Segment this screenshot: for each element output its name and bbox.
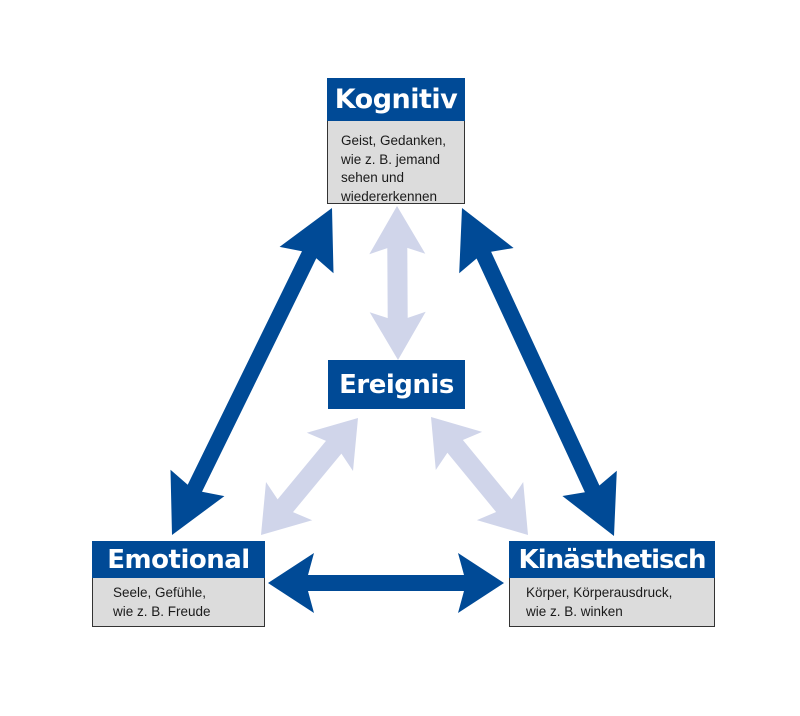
node-title: Kinästhetisch <box>509 541 715 578</box>
node-description: Körper, Körperausdruck, wie z. B. winken <box>509 578 715 627</box>
description-line: wie z. B. jemand <box>341 151 441 167</box>
arrow-ereignis-emotional <box>261 418 358 535</box>
node-title: Kognitiv <box>327 78 465 121</box>
node-title: Ereignis <box>328 360 465 409</box>
node-description: Geist, Gedanken, wie z. B. jemand sehen … <box>327 121 465 204</box>
node-description: Seele, Gefühle, wie z. B. Freude <box>92 578 265 627</box>
description-line: wie z. B. winken <box>526 604 623 619</box>
node-kinaesthetisch: Kinästhetisch Körper, Körperausdruck, wi… <box>509 541 715 627</box>
node-kognitiv: Kognitiv Geist, Gedanken, wie z. B. jema… <box>327 78 465 204</box>
arrow-kognitiv-emotional <box>170 208 334 535</box>
description-line: Geist, Gedanken, <box>341 133 447 148</box>
node-emotional: Emotional Seele, Gefühle, wie z. B. Freu… <box>92 541 265 627</box>
description-line: sehen und <box>341 170 405 185</box>
arrow-emotional-kinaesthetisch <box>268 553 504 613</box>
arrow-kognitiv-kinaesthetisch <box>459 208 617 536</box>
description-line: wiedererkennen <box>341 188 438 204</box>
description-line: wie z. B. Freude <box>113 604 211 619</box>
arrow-ereignis-kinaesthetisch <box>431 417 528 535</box>
node-ereignis: Ereignis <box>328 360 465 409</box>
description-line: Seele, Gefühle, <box>113 585 207 600</box>
arrow-ereignis-kognitiv <box>369 206 426 360</box>
description-line: Körper, Körperausdruck, <box>526 585 673 600</box>
node-title: Emotional <box>92 541 265 578</box>
